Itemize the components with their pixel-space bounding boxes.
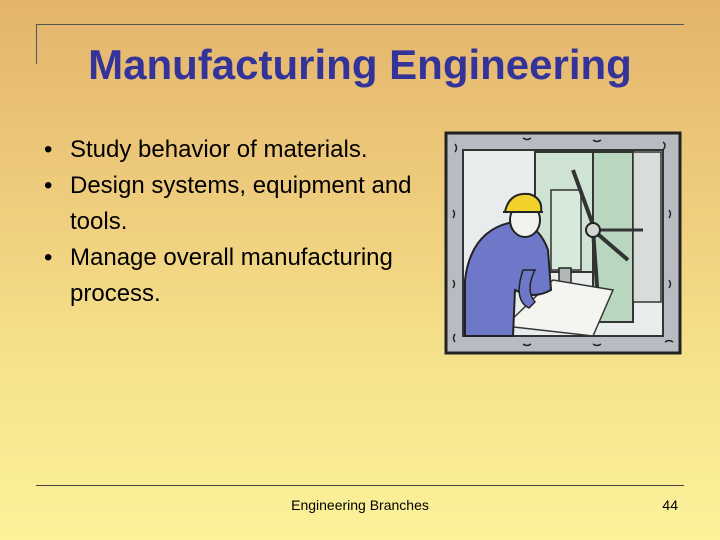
bullet-marker: • [44,172,53,199]
bullet-text: Design systems, equipment and tools. [70,172,412,235]
left-rule [36,24,37,64]
bullet-marker: • [44,244,53,271]
page-number: 44 [662,497,678,513]
top-rule [36,24,684,25]
footer-text: Engineering Branches [291,497,429,513]
worker-drill-press-icon [444,131,682,355]
bullet-item: • Design systems, equipment and tools. [44,168,424,240]
bullet-item: • Manage overall manufacturing process. [44,240,424,312]
bullet-text: Study behavior of materials. [70,136,368,163]
bullet-item: • Study behavior of materials. [44,132,424,168]
footer-rule [36,485,684,486]
bullet-marker: • [44,136,53,163]
bullet-text: Manage overall manufacturing process. [70,244,393,307]
slide-title: Manufacturing Engineering [88,41,632,88]
bullet-list: • Study behavior of materials. • Design … [44,132,424,312]
